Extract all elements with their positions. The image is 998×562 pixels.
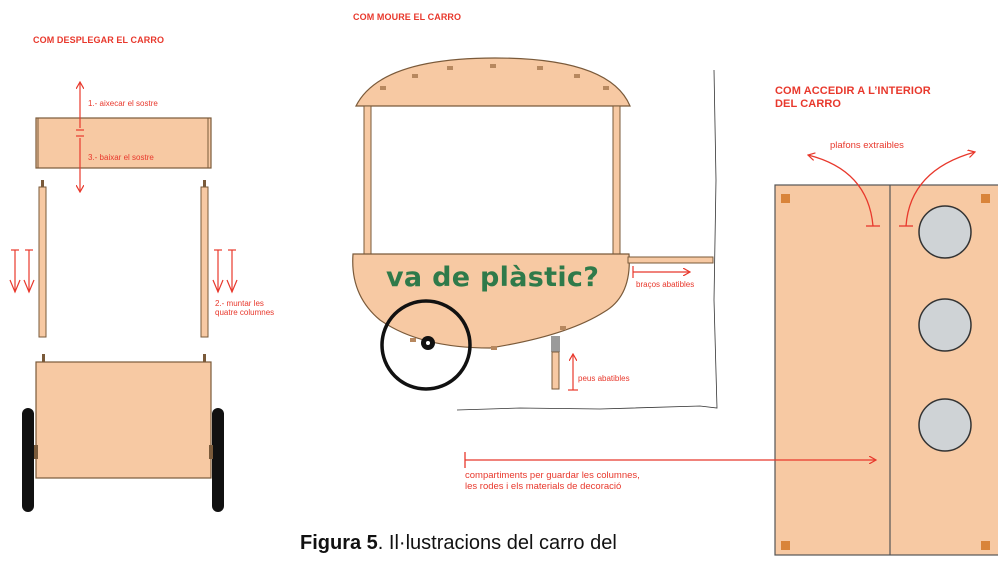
- cart-body: [352, 253, 630, 349]
- post-right: [612, 105, 621, 255]
- page-edge: [456, 69, 718, 411]
- move-diagram: [352, 57, 718, 411]
- slogan-text: va de plàstic?: [386, 262, 600, 293]
- compartments-label-line1: compartiments per guardar les columnes,: [465, 470, 640, 481]
- panel-arrow-right: [905, 152, 975, 227]
- panel-arrow-left: [808, 155, 874, 227]
- interior-diagram: [464, 152, 998, 556]
- mount-columns-arrows-left: [9, 249, 35, 294]
- interior-heading-line1: COM ACCEDIR A L’INTERIOR: [775, 85, 931, 97]
- deploy-diagram: [9, 82, 238, 512]
- mount-columns-label-line1: 2.- muntar les: [215, 299, 264, 308]
- base-box: [35, 361, 212, 479]
- figure-caption: Figura 5. Il·lustracions del carro del: [300, 532, 617, 555]
- interior-heading: COM ACCEDIR A L’INTERIOR DEL CARRO: [775, 85, 975, 111]
- compartments-label-line2: les rodes i els materials de decoració: [465, 481, 622, 492]
- post-left: [363, 105, 372, 255]
- porthole-2: [918, 298, 972, 352]
- figure-number: Figura 5: [300, 532, 378, 554]
- lower-roof-label: 3.- baixar el sostre: [88, 153, 154, 162]
- compartments-label: compartiments per guardar les columnes, …: [465, 470, 640, 492]
- wheel-left: [22, 408, 34, 512]
- move-heading: COM MOURE EL CARRO: [353, 12, 462, 22]
- roof-board: [35, 117, 212, 169]
- folding-arm: [627, 256, 714, 264]
- column-right: [200, 186, 209, 338]
- mount-columns-label: 2.- muntar les quatre columnes: [215, 299, 274, 317]
- folding-foot: [551, 351, 560, 390]
- figure-caption-text: . Il·lustracions del carro del: [377, 532, 617, 554]
- feet-label: peus abatibles: [578, 374, 630, 383]
- mount-columns-arrows-right: [212, 249, 238, 294]
- arms-label: braços abatibles: [636, 280, 695, 289]
- wheel-right: [212, 408, 224, 512]
- panels-label: plafons extraibles: [830, 140, 904, 151]
- canopy-roof: [355, 57, 631, 107]
- interior-heading-line2: DEL CARRO: [775, 98, 842, 110]
- big-wheel: [380, 299, 472, 391]
- column-left: [38, 186, 47, 338]
- deploy-heading: COM DESPLEGAR EL CARRO: [33, 35, 165, 45]
- porthole-1: [918, 205, 972, 259]
- mount-columns-label-line2: quatre columnes: [215, 308, 275, 317]
- porthole-3: [918, 398, 972, 452]
- raise-roof-label: 1.- aixecar el sostre: [88, 99, 158, 108]
